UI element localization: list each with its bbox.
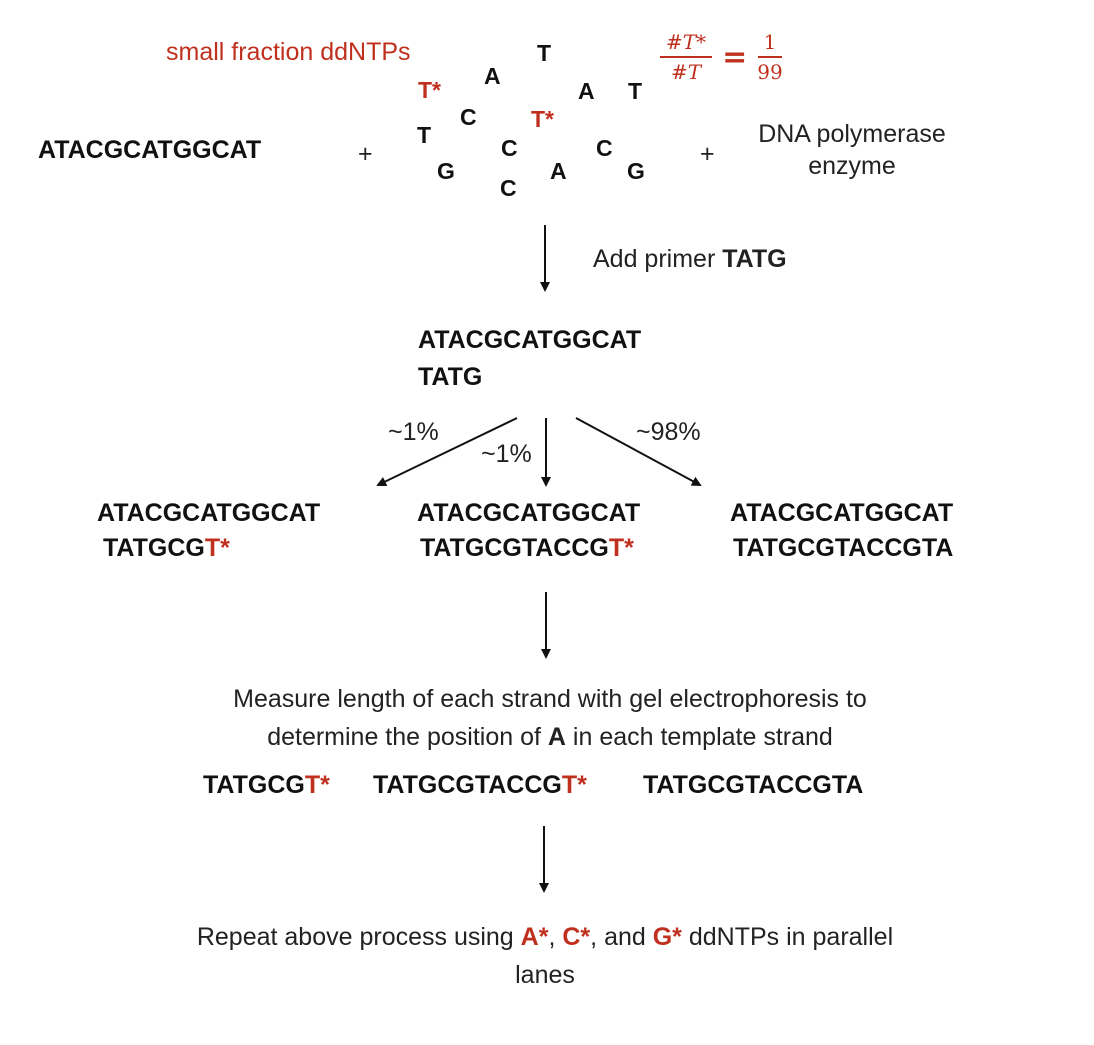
repeat-line2: lanes: [515, 961, 575, 989]
primer-sequence: TATG: [722, 245, 787, 273]
add-primer-text: Add primer: [593, 245, 723, 273]
strand-1-ddntp: T*: [304, 771, 330, 799]
polymerase-line1: DNA polymerase: [758, 120, 946, 148]
nucleotide: T: [628, 78, 643, 104]
pct-mid: ~1%: [481, 440, 532, 468]
add-primer-label: Add primer TATG: [593, 245, 787, 274]
nucleotide: T: [417, 122, 432, 148]
polymerase-label: DNA polymerase enzyme: [752, 118, 952, 182]
repeat-prefix: Repeat above process using: [196, 923, 521, 951]
mid-product: TATGCGTACCGT*: [420, 533, 634, 563]
ratio-numerator-value: 1: [757, 30, 783, 58]
left-template: ATACGCATGGCAT: [97, 499, 321, 527]
repeat-suffix: ddNTPs in parallel: [681, 923, 894, 951]
nucleotide: C: [596, 135, 613, 161]
strand-1: TATGCGT*: [203, 770, 330, 800]
ddntp-a: A*: [520, 923, 549, 951]
nucleotide: G: [627, 158, 645, 184]
measure-line2-prefix: determine the position of: [267, 723, 548, 751]
nucleotide: C: [500, 175, 517, 201]
pct-right: ~98%: [636, 418, 701, 446]
strand-2: TATGCGTACCGT*: [373, 770, 587, 800]
ddntp-g: G*: [652, 923, 682, 951]
repeat-sep1: ,: [548, 923, 563, 951]
mid-product-ddntp: T*: [608, 534, 634, 562]
repeat-line1: Repeat above process using A*, C*, and G…: [100, 918, 990, 956]
ratio-denominator-value: 99: [757, 60, 783, 84]
mid-template: ATACGCATGGCAT: [417, 499, 641, 527]
nucleotide-ddntp: T*: [418, 77, 441, 103]
strand-3: TATGCGTACCGTA: [643, 771, 864, 799]
nucleotide: G: [437, 158, 455, 184]
ratio-fraction-right: 1 99: [757, 30, 782, 84]
nucleotide: C: [501, 135, 518, 161]
annealed-primer: TATG: [418, 363, 483, 391]
ddntp-c: C*: [562, 923, 591, 951]
measure-line2-suffix: in each template strand: [565, 723, 833, 751]
left-product-ddntp: T*: [204, 534, 230, 562]
plus-sign-left: +: [358, 140, 373, 168]
repeat-sep2: , and: [590, 923, 653, 951]
right-template: ATACGCATGGCAT: [730, 499, 954, 527]
left-product-seq: TATGCG: [103, 534, 205, 562]
measure-line1: Measure length of each strand with gel e…: [233, 685, 867, 713]
ratio-denominator: #T: [671, 60, 702, 84]
arrow-branch-left: [376, 417, 518, 487]
ratio-fraction-left: #T* #T: [660, 30, 713, 84]
nucleotide: A: [550, 158, 567, 184]
right-product: TATGCGTACCGTA: [733, 534, 954, 562]
strand-2-ddntp: T*: [561, 771, 587, 799]
left-product: TATGCGT*: [103, 533, 230, 563]
annealed-template: ATACGCATGGCAT: [418, 326, 642, 354]
nucleotide-ddntp: T*: [531, 106, 554, 132]
polymerase-line2: enzyme: [808, 152, 896, 180]
measure-text: Measure length of each strand with gel e…: [120, 680, 980, 756]
mid-product-seq: TATGCGTACCG: [420, 534, 609, 562]
strand-2-seq: TATGCGTACCG: [373, 771, 562, 799]
strand-1-seq: TATGCG: [203, 771, 305, 799]
ddntp-label: small fraction ddNTPs: [166, 38, 411, 66]
nucleotide: T: [537, 40, 552, 66]
arrow-branch-right: [575, 417, 702, 486]
ddntp-ratio: #T* #T = 1 99: [660, 30, 783, 84]
pct-left: ~1%: [388, 418, 439, 446]
nucleotide: A: [578, 78, 595, 104]
plus-sign-right: +: [700, 140, 715, 168]
template-strand-top: ATACGCATGGCAT: [38, 136, 262, 164]
ratio-equals: =: [722, 39, 748, 75]
measure-base: A: [547, 723, 566, 751]
nucleotide: C: [460, 104, 477, 130]
repeat-text: Repeat above process using A*, C*, and G…: [100, 918, 990, 994]
ratio-numerator: #T*: [660, 30, 713, 58]
measure-line2: determine the position of A in each temp…: [120, 718, 980, 756]
nucleotide: A: [484, 63, 501, 89]
